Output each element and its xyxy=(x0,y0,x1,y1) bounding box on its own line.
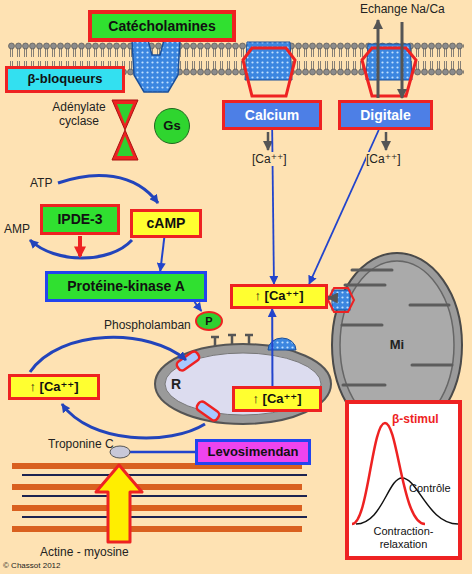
beta-receptor xyxy=(132,40,180,92)
camp-cycle-arrows-part xyxy=(78,236,82,256)
actin-myosin-filaments-part xyxy=(12,526,302,532)
adenylate-cyclase-part xyxy=(112,100,138,160)
na-ca-exchanger-part xyxy=(401,22,404,98)
contraction-arrow-part xyxy=(96,465,142,542)
drug-box: Catécholamines xyxy=(88,10,236,42)
label-text: Echange Na/Ca xyxy=(360,2,445,16)
connector-arrow xyxy=(328,296,332,299)
node-text: Levosimendan xyxy=(207,445,298,460)
troponin-part xyxy=(130,451,195,454)
node-text: IPDE-3 xyxy=(57,211,102,227)
label-text: AMP xyxy=(4,222,30,236)
calcium-box: ↑ [Ca⁺⁺] xyxy=(230,284,328,309)
connector-arrow xyxy=(195,302,202,311)
sarcoplasmic-reticulum-part xyxy=(211,335,253,347)
node-text: Protéine-kinase A xyxy=(67,278,185,294)
label-text: ATP xyxy=(30,176,52,190)
contraction-curves-part xyxy=(352,423,425,524)
adenylate-cyclase xyxy=(112,100,138,160)
node-text: Contraction-relaxation xyxy=(355,525,452,550)
contraction-curves-part xyxy=(345,400,462,560)
node-text: Calcium xyxy=(245,107,299,123)
na-ca-exchanger-part xyxy=(377,20,380,98)
actin-myosin-filaments-part xyxy=(22,516,307,518)
calcium-cycle-arrows-part xyxy=(30,337,186,372)
connector-arrow xyxy=(271,309,273,386)
node-text: β-bloqueurs xyxy=(27,72,102,87)
phosphate-ellipse: P xyxy=(195,311,223,331)
adenylate-cyclase-part xyxy=(117,104,133,124)
label-text: Phospholamban xyxy=(104,318,191,332)
node-text: Contrôle xyxy=(409,482,451,495)
node-text: Catécholamines xyxy=(108,18,215,34)
node-text: Gs xyxy=(163,119,180,134)
calcium-channel-part xyxy=(243,48,295,96)
mitochondrion-part xyxy=(342,270,452,410)
drug-box: Levosimendan xyxy=(195,439,311,465)
node-text: cAMP xyxy=(147,215,186,231)
beta-receptor-part xyxy=(132,40,180,92)
troponin xyxy=(110,446,195,458)
node-text: ↑ [Ca⁺⁺] xyxy=(252,392,301,407)
node-text: ↑ [Ca⁺⁺] xyxy=(29,380,78,395)
na-ca-exchanger xyxy=(362,20,416,150)
node-text: P xyxy=(205,315,212,328)
calcium-channel xyxy=(243,42,295,150)
protein-circle: Gs xyxy=(154,108,190,144)
mitochondrion-part xyxy=(332,290,350,310)
calcium-channel-part xyxy=(267,132,270,150)
calcium-box: ↑ [Ca⁺⁺] xyxy=(8,374,100,400)
calcium-box: ↑ [Ca⁺⁺] xyxy=(232,386,322,412)
camp-cycle-arrows-part xyxy=(58,175,158,203)
label-text: Troponine C xyxy=(48,437,114,451)
actin-myosin-filaments xyxy=(12,463,307,532)
drug-box: Calcium xyxy=(222,100,322,130)
node-text: β-stimul xyxy=(392,413,439,427)
label-text: [Ca⁺⁺] xyxy=(252,152,287,166)
na-ca-exchanger-part xyxy=(385,132,388,150)
connector-arrow xyxy=(160,238,164,271)
mitochondrion-part xyxy=(328,288,354,312)
calcium-cycle-arrows xyxy=(30,337,205,438)
label-text: [Ca⁺⁺] xyxy=(366,152,401,166)
mitochondrion-node: Mi xyxy=(332,253,462,437)
na-ca-exchanger-part xyxy=(362,48,416,96)
drug-box: Digitale xyxy=(338,100,433,130)
node-text: R xyxy=(171,376,181,392)
sarcoplasmic-reticulum xyxy=(155,335,331,424)
calcium-cycle-arrows-part xyxy=(62,404,205,438)
node-text: ↑ [Ca⁺⁺] xyxy=(254,289,303,304)
node-text: Mi xyxy=(390,338,404,353)
label-text: Adénylate cyclase xyxy=(46,100,112,129)
reticulum-node: R xyxy=(157,343,329,425)
curve-box: β-stimulContrôleContraction-relaxation xyxy=(345,400,462,560)
drug-box: IPDE-3 xyxy=(40,204,120,235)
sarcoplasmic-reticulum-part xyxy=(195,400,220,422)
actin-myosin-filaments-part xyxy=(12,484,302,490)
contraction-curves xyxy=(345,400,462,560)
enzyme-box: Protéine-kinase A xyxy=(45,271,207,302)
label-text: Actine - myosine xyxy=(40,545,129,559)
label-text: © Chassot 2012 xyxy=(3,561,60,571)
adenylate-cyclase-part xyxy=(117,136,133,156)
drug-box: β-bloqueurs xyxy=(5,66,125,93)
actin-myosin-filaments-part xyxy=(22,495,307,497)
actin-myosin-filaments-part xyxy=(22,474,307,476)
node-text: Digitale xyxy=(360,107,411,123)
messenger-box: cAMP xyxy=(130,209,202,238)
contraction-arrow xyxy=(96,465,142,542)
actin-myosin-filaments-part xyxy=(12,505,302,511)
